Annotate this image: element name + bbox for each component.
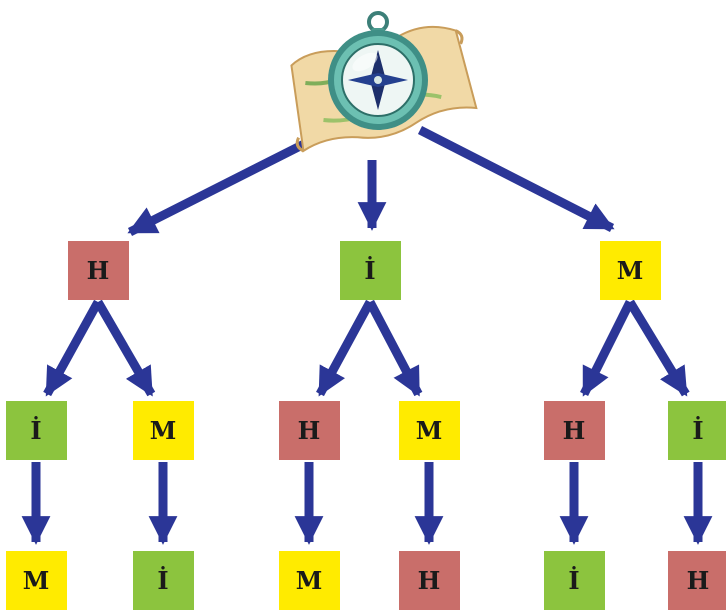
tree-node-level1-2: M — [599, 240, 661, 300]
arrow-7 — [580, 299, 635, 397]
arrow-8 — [626, 299, 690, 397]
arrow-2 — [417, 125, 615, 233]
tree-node-level1-0: H — [67, 240, 129, 300]
tree-node-level3-1: İ — [132, 550, 194, 610]
arrow-6 — [366, 299, 423, 397]
tree-node-level2-0: İ — [5, 400, 67, 460]
tree-node-level3-4: İ — [543, 550, 605, 610]
arrow-0 — [127, 130, 325, 237]
tree-node-level3-2: M — [278, 550, 340, 610]
arrow-5 — [316, 299, 374, 397]
arrow-3 — [43, 299, 102, 397]
tree-node-level2-1: M — [132, 400, 194, 460]
tree-node-level3-0: M — [5, 550, 67, 610]
tree-node-level2-5: İ — [667, 400, 726, 460]
tree-node-level2-3: M — [398, 400, 460, 460]
tree-node-level2-2: H — [278, 400, 340, 460]
tree-node-level3-5: H — [667, 550, 726, 610]
tree-node-level1-1: İ — [339, 240, 401, 300]
arrow-4 — [94, 299, 156, 397]
tree-node-level3-3: H — [398, 550, 460, 610]
tree-node-level2-4: H — [543, 400, 605, 460]
